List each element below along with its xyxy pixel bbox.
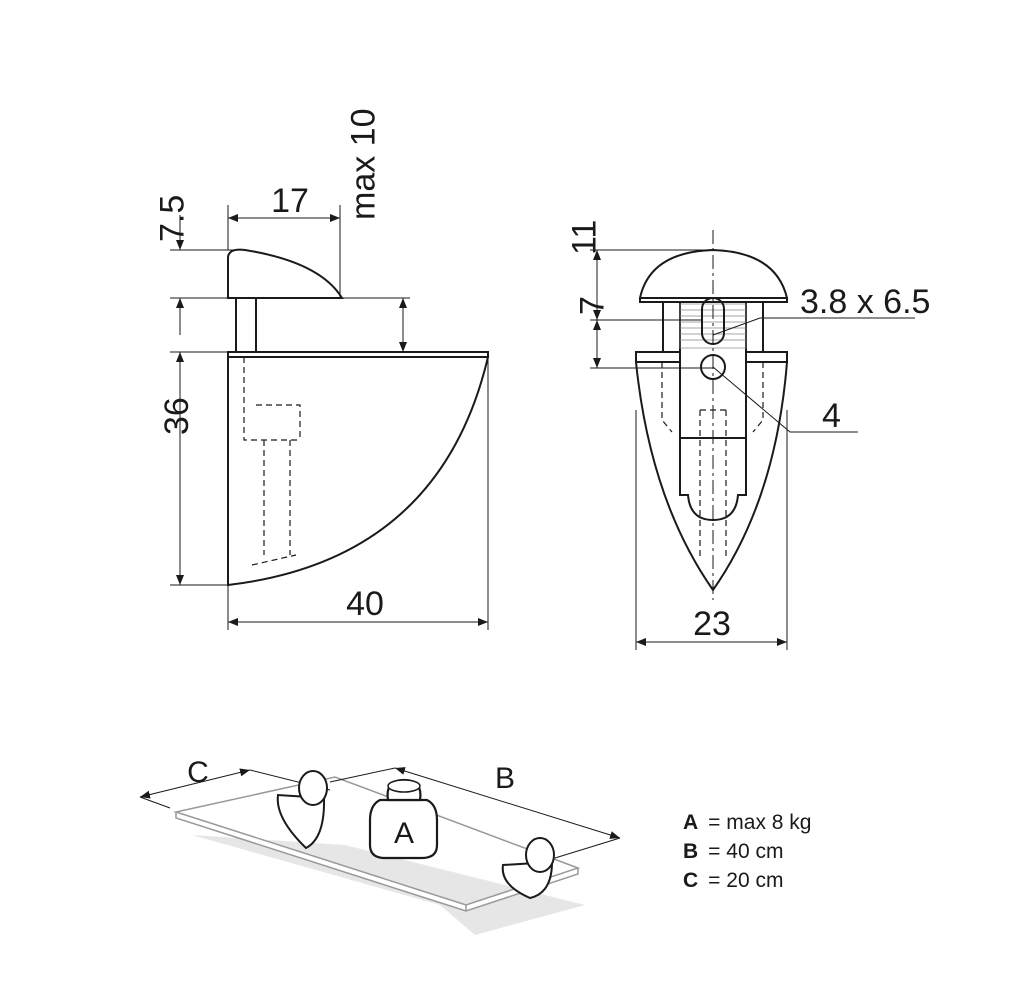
ext-line (329, 767, 621, 859)
legend-item-a: A = max 8 kg (683, 811, 811, 834)
front-hidden (661, 362, 764, 560)
legend-value: = 40 cm (708, 840, 783, 863)
weight-icon: A (368, 778, 439, 860)
shelf-illustration: C B A (139, 756, 621, 935)
dim-7: 7 (574, 296, 612, 315)
dim-b-line (394, 767, 621, 839)
ext-line (635, 410, 788, 650)
legend-key: C (683, 869, 698, 892)
legend-item-b: B = 40 cm (683, 840, 783, 863)
side-view: 17 max 10 7.5 36 40 (153, 109, 489, 630)
dim-40: 40 (346, 585, 384, 623)
dim-11: 11 (565, 220, 603, 255)
glass-shelf (173, 776, 581, 912)
dim-max10: max 10 (344, 109, 382, 221)
side-screw-hidden (243, 357, 301, 566)
ext-line (227, 205, 341, 298)
ext-line (170, 249, 410, 586)
legend-value: = max 8 kg (708, 811, 811, 834)
ext-line (590, 249, 713, 369)
side-cap (227, 248, 344, 299)
legend-key: B (683, 840, 698, 863)
legend: A = max 8 kg B = 40 cm C = 20 cm (683, 811, 811, 892)
dim-slot: 3.8 x 6.5 (800, 283, 930, 321)
dim-7-5: 7.5 (153, 195, 191, 242)
legend-item-c: C = 20 cm (683, 869, 783, 892)
side-stem (235, 298, 257, 352)
dim-23: 23 (693, 605, 731, 643)
label-weight-a: A (394, 817, 414, 850)
front-view: 11 7 3.8 x 6.5 4 23 (565, 220, 930, 650)
dim-4: 4 (822, 397, 841, 435)
side-body (227, 356, 489, 587)
leader-slot (712, 317, 915, 336)
side-plate (227, 351, 489, 358)
label-c: C (187, 756, 209, 789)
leader-hole (712, 366, 858, 433)
front-plate (635, 351, 788, 363)
legend-value: = 20 cm (708, 869, 783, 892)
dim-36: 36 (158, 397, 196, 435)
label-b: B (495, 762, 515, 795)
bracket-left (276, 770, 328, 850)
front-stem (662, 302, 764, 352)
legend-key: A (683, 811, 698, 834)
dim-17: 17 (271, 182, 309, 220)
bracket-right (501, 837, 555, 900)
front-body (635, 361, 788, 592)
dim-c-line (139, 768, 251, 799)
